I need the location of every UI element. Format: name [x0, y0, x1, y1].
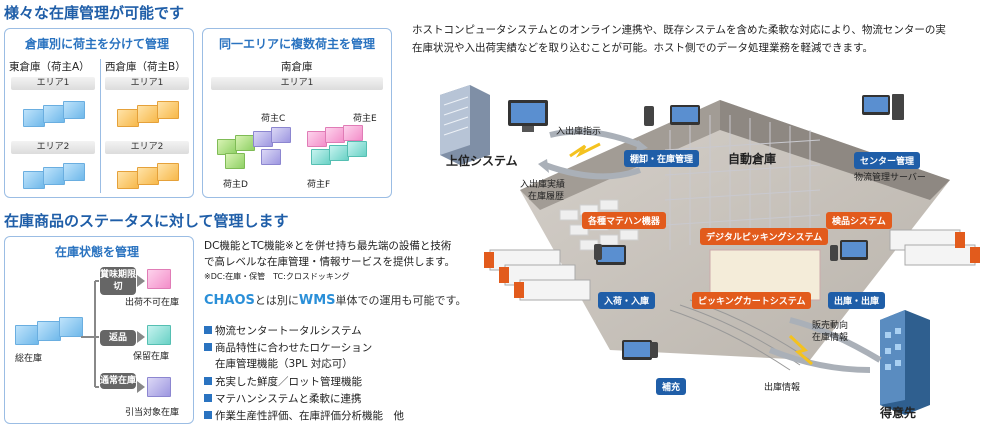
shelf-mgmt-tag: 棚卸・在庫管理: [624, 150, 700, 167]
area1-south: エリア1: [211, 77, 383, 90]
panel-title: 倉庫別に荷主を分けて管理: [25, 37, 170, 51]
receiving-tag: 入荷・入庫: [598, 292, 656, 309]
picking-cart-tag: ピッキングカートシステム: [692, 292, 812, 309]
panel-shared-area: 同一エリアに複数荷主を管理 南倉庫 エリア1 荷主C 荷主E 荷主D 荷主F: [202, 28, 392, 198]
host-system-label: 上位システム: [446, 154, 518, 168]
wms-word: WMS: [298, 293, 336, 308]
shipper-e-label: 荷主E: [353, 114, 377, 124]
panel-stock-status: 在庫状態を管理 総在庫 賞味期限切 返品 通常在庫 出荷不可在庫 保留在庫 引当…: [4, 236, 194, 424]
panel-warehouse-split: 倉庫別に荷主を分けて管理 東倉庫（荷主A） 西倉庫（荷主B） エリア1 エリア1…: [4, 28, 194, 198]
dc-note: ※DC:在庫・保管 TC:クロスドッキング: [204, 272, 350, 281]
inout-results-label: 入出庫実績: [520, 180, 566, 190]
bullet-item: マテハンシステムと柔軟に連携: [204, 391, 361, 406]
section2-heading: 在庫商品のステータスに対して管理します: [4, 212, 289, 230]
inspection-tag: 検品システム: [826, 212, 892, 229]
chaos-text-a: とは別に: [254, 294, 299, 307]
customer-label: 得意先: [880, 406, 917, 420]
warehouse-a-label: 東倉庫（荷主A）: [9, 61, 90, 73]
shipper-f-label: 荷主F: [307, 180, 331, 190]
area2-b: エリア2: [105, 141, 189, 154]
shipper-c-label: 荷主C: [261, 114, 286, 124]
inout-instruction-label: 入出庫指示: [556, 127, 602, 137]
panel-title: 在庫状態を管理: [55, 245, 140, 259]
status-branch-lines: [81, 275, 145, 393]
area1-a: エリア1: [11, 77, 95, 90]
stock-history-label: 在庫履歴: [528, 192, 565, 202]
area2-a: エリア2: [11, 141, 95, 154]
allocatable-label: 引当対象在庫: [125, 408, 180, 418]
warehouse-b-label: 西倉庫（荷主B）: [105, 61, 186, 73]
warehouse-south-label: 南倉庫: [281, 61, 313, 73]
dc-text-line2: で高レベルな在庫管理・情報サービスを提供します。: [204, 256, 455, 268]
bullet-item-continued: 在庫管理機能（3PL 対応可）: [215, 358, 353, 370]
bullet-item: 商品特性に合わせたロケーション: [204, 340, 372, 355]
warehouse-illustration: [440, 85, 980, 415]
chaos-line: CHAOSとは別にWMS単体での運用も可能です。: [204, 292, 466, 308]
center-mgmt-tag: センター管理: [854, 152, 921, 169]
area1-b: エリア1: [105, 77, 189, 90]
digital-picking-tag: デジタルピッキングシステム: [700, 228, 829, 245]
hold-label: 保留在庫: [133, 352, 170, 362]
shipping-info-label: 出庫情報: [764, 383, 801, 393]
bullet-item: 物流センタートータルシステム: [204, 323, 362, 338]
sales-trend-label: 販売動向: [812, 321, 849, 331]
shipping-tag: 出庫・出庫: [828, 292, 886, 309]
status-expired: 賞味期限切: [100, 267, 136, 295]
status-returned: 返品: [100, 330, 136, 346]
unshippable-label: 出荷不可在庫: [125, 298, 180, 308]
status-normal: 通常在庫: [100, 373, 136, 389]
chaos-text-b: 単体での運用も可能です。: [335, 294, 467, 307]
material-handling-tag: 各種マテハン機器: [582, 212, 666, 229]
bullet-item: 充実した鮮度／ロット管理機能: [204, 374, 362, 389]
panel-title: 同一エリアに複数荷主を管理: [219, 37, 376, 51]
bullet-item: 作業生産性評価、在庫評価分析機能 他: [204, 408, 404, 423]
intro-line2: 在庫状況や入出荷実績などを取り込むことが可能。ホスト側でのデータ処理業務を軽減で…: [412, 42, 873, 54]
server-label: 物流管理サーバー: [854, 173, 926, 183]
shipper-d-label: 荷主D: [223, 180, 248, 190]
dc-text-line1: DC機能とTC機能※とを併せ持ち最先端の設備と技術: [204, 240, 452, 252]
stock-info-label: 在庫情報: [812, 333, 849, 343]
section1-heading: 様々な在庫管理が可能です: [4, 4, 185, 22]
chaos-word: CHAOS: [204, 293, 255, 308]
intro-line1: ホストコンピュータシステムとのオンライン連携や、既存システムを含めた柔軟な対応に…: [412, 24, 946, 36]
replenish-tag: 補充: [656, 378, 687, 395]
auto-warehouse-label: 自動倉庫: [728, 152, 777, 166]
total-stock-label: 総在庫: [15, 354, 43, 364]
